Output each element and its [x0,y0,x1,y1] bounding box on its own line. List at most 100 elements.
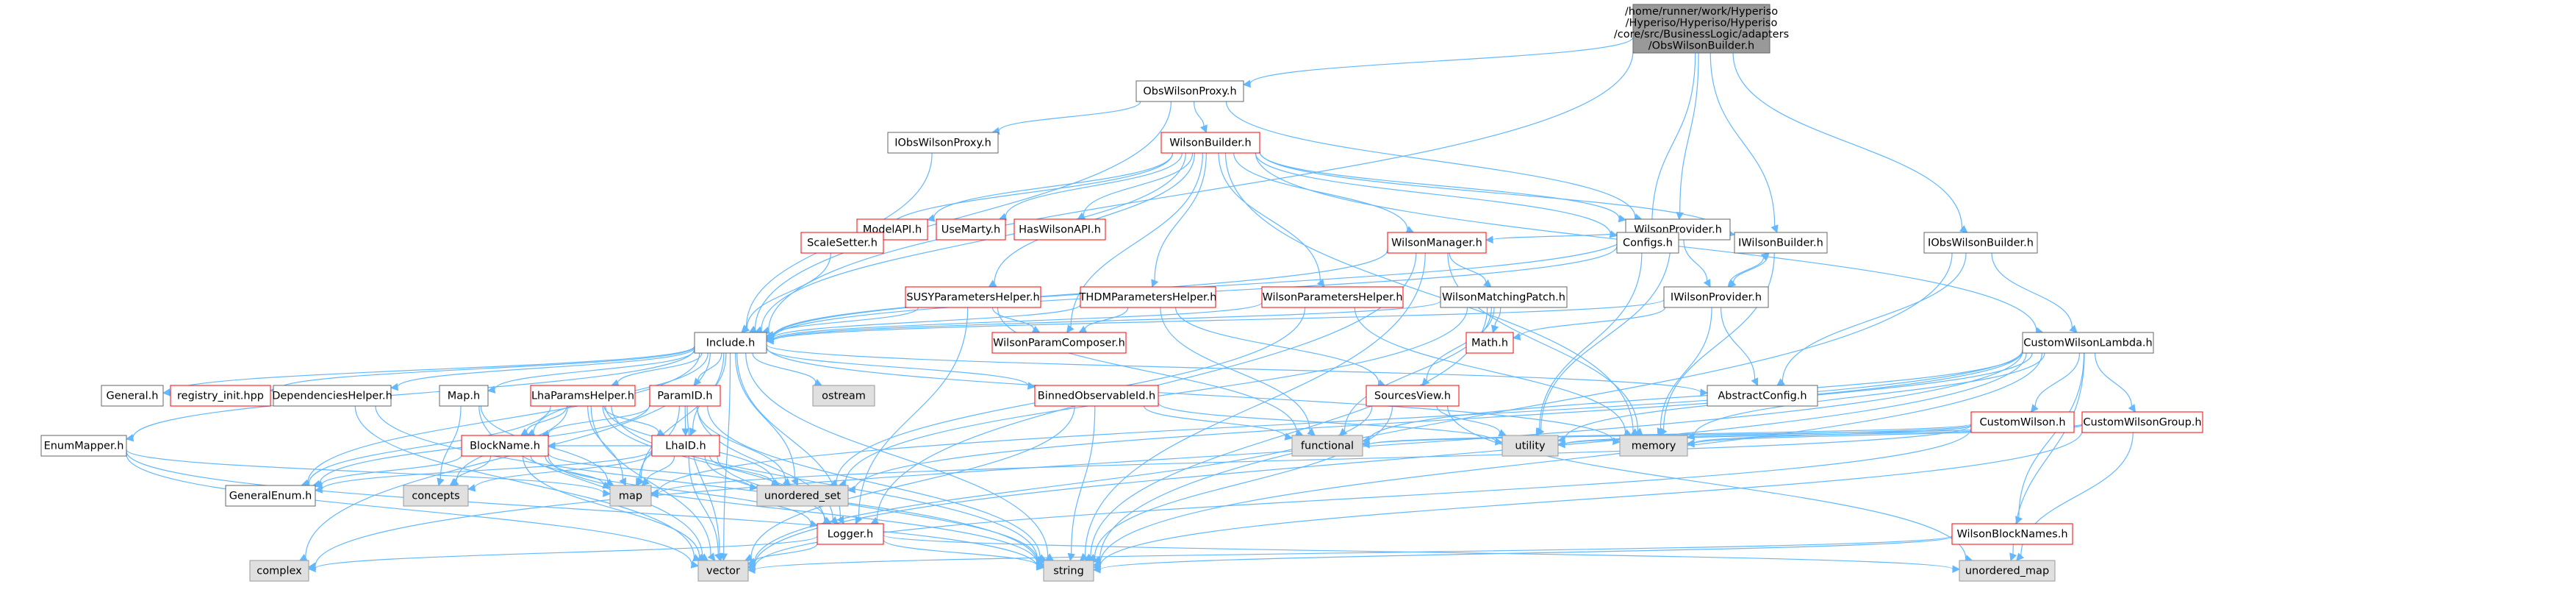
node-wilsonparams[interactable]: WilsonParametersHelper.h [1261,286,1404,308]
node-box [1261,286,1404,308]
node-obswilsonproxy[interactable]: ObsWilsonProxy.h [1135,80,1244,102]
edge-line [494,349,695,390]
node-thdmparams[interactable]: THDMParametersHelper.h [1079,286,1217,308]
node-sourcesview[interactable]: SourcesView.h [1366,385,1460,407]
node-map_h[interactable]: Map.h [439,385,489,407]
arrowhead [1151,279,1159,288]
node-blockname[interactable]: BlockName.h [461,435,549,457]
edge-wilsonmatching-to-functional [1338,307,1492,436]
edge-line [126,451,1038,567]
node-generalenum[interactable]: GeneralEnum.h [225,485,316,507]
edge-logger-to-string [883,539,1045,569]
edge-root-to-obswilsonproxy [1242,37,1634,88]
node-string: string [1043,560,1094,582]
node-label: LhaParamsHelper.h [531,390,634,402]
node-iobswilsonbuilder[interactable]: IObsWilsonBuilder.h [1923,232,2038,254]
edge-paramid-to-unordered_set [696,405,792,486]
node-usemarty[interactable]: UseMarty.h [936,218,1006,241]
node-binnedobs[interactable]: BinnedObservableId.h [1034,385,1159,407]
node-label: BinnedObservableId.h [1038,390,1155,402]
node-label: CustomWilson.h [1979,416,2065,428]
edge-line [772,307,919,335]
node-iwilsonprovider[interactable]: IWilsonProvider.h [1663,286,1769,308]
node-configs[interactable]: Configs.h [1616,232,1679,254]
node-haswilsonapi[interactable]: HasWilsonAPI.h [1013,218,1106,241]
node-label: complex [256,565,302,577]
node-box [1034,385,1159,407]
node-label: WilsonParamComposer.h [993,337,1125,349]
edge-binnedobs-to-string [1067,405,1096,562]
edge-include-to-memory [766,346,1621,446]
node-wilsonparamcomposer[interactable]: WilsonParamComposer.h [991,332,1127,354]
arrowhead [1498,429,1507,437]
edge-line [1194,101,1205,127]
arrowhead [809,520,819,528]
edge-line [994,152,1196,284]
node-wilsonbuilder[interactable]: WilsonBuilder.h [1160,132,1260,154]
node-box [40,435,127,457]
arrowhead [1703,279,1711,288]
node-label: string [1053,565,1084,577]
node-logger[interactable]: Logger.h [817,523,884,545]
node-label: ostream [822,390,866,402]
node-label: AbstractConfig.h [1718,390,1807,402]
arrowhead [791,477,799,487]
node-scalesetter[interactable]: ScaleSetter.h [800,232,884,254]
edge-wilsonbuilder-to-modelapi [926,152,1174,222]
edge-line [1732,52,1963,229]
arrowhead [2069,324,2078,333]
arrowhead [1657,427,1665,437]
arrowhead [641,477,650,486]
edge-line [1679,52,1699,213]
edge-lhaid-to-generalenum [314,449,653,494]
node-paramid[interactable]: ParamID.h [649,385,721,407]
edge-line [707,405,1041,558]
node-wilsonmanager[interactable]: WilsonManager.h [1387,232,1487,254]
arrowhead [782,477,792,486]
node-root[interactable]: /home/runner/work/Hyperiso/Hyperiso/Hype… [1614,4,1789,54]
node-iwilsonbuilder[interactable]: IWilsonBuilder.h [1734,232,1828,254]
node-label: THDMParametersHelper.h [1079,291,1217,303]
arrowhead [689,427,697,437]
edge-line [530,455,605,485]
edge-line [933,152,1174,218]
arrowhead [449,478,459,486]
node-label: concepts [412,490,459,502]
node-box [2022,332,2154,354]
node-box [439,385,489,407]
arrowhead [1284,433,1294,441]
node-abstractconfig[interactable]: AbstractConfig.h [1707,385,1818,407]
edge-binnedobs-to-vector [744,405,1075,561]
edge-line [745,352,1049,557]
node-label: IWilsonProvider.h [1671,291,1762,303]
arrowhead [1361,441,1370,449]
edge-customlambda-to-unordered_set [847,350,2023,494]
edge-line [548,452,751,488]
node-label: functional [1301,440,1354,452]
edge-lhaid-to-unordered_set [709,455,780,487]
node-lhaid[interactable]: LhaID.h [651,435,720,457]
node-dependencies[interactable]: DependenciesHelper.h [272,385,392,407]
node-enummapper[interactable]: EnumMapper.h [40,435,127,457]
node-susyparams[interactable]: SUSYParametersHelper.h [905,286,1041,308]
node-customgroup[interactable]: CustomWilsonGroup.h [2081,411,2203,433]
node-iobswilsonproxy[interactable]: IObsWilsonProxy.h [887,132,999,154]
edge-line [1564,424,1972,445]
node-customwilson[interactable]: CustomWilson.h [1970,411,2075,433]
node-lhaparams[interactable]: LhaParamsHelper.h [530,385,636,407]
edge-obswilsonproxy-to-wilsonprovider [1225,101,1643,221]
edge-wilsonprovider-to-iwilsonprovider [1683,239,1711,288]
node-general[interactable]: General.h [101,385,164,407]
node-customlambda[interactable]: CustomWilsonLambda.h [2022,332,2154,354]
arrowhead [1770,224,1779,234]
arrowhead [636,477,643,486]
edge-logger-to-unordered_map [883,534,1961,573]
node-registry[interactable]: registry_init.hpp [170,385,271,407]
node-wilsonblocknames[interactable]: WilsonBlockNames.h [1951,523,2073,545]
node-label: BlockName.h [470,440,540,452]
node-include[interactable]: Include.h [694,332,767,354]
node-wilsonmatching[interactable]: WilsonMatchingPatch.h [1440,286,1568,308]
edge-iwilsonprovider-to-math [1512,307,1666,341]
node-math[interactable]: Math.h [1465,332,1514,354]
edge-paramid-to-lhaid [681,405,689,437]
